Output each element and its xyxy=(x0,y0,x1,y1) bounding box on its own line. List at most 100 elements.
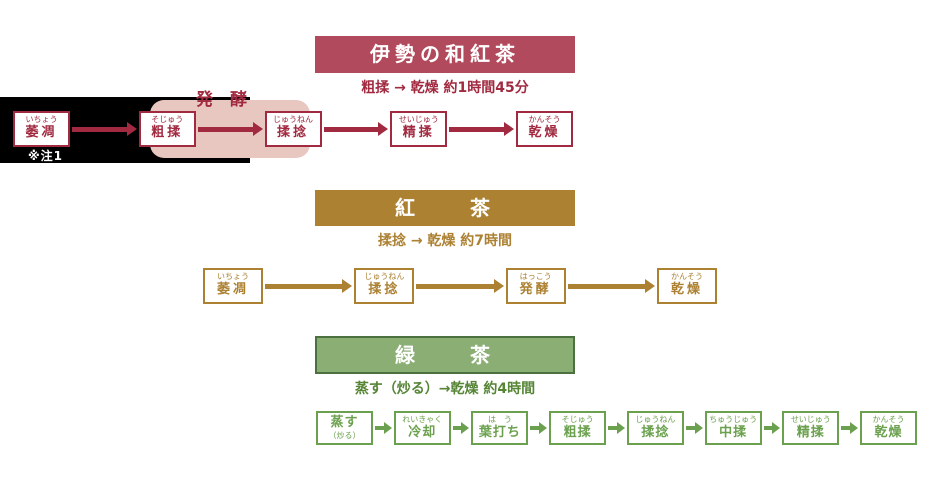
step-furigana: じゅうねん xyxy=(364,272,405,281)
step-furigana: かんそう xyxy=(670,272,703,281)
step-furigana: いちょう xyxy=(25,115,58,124)
arrow-shaft xyxy=(841,426,851,430)
flow-arrow xyxy=(375,422,392,434)
step-furigana: じゅうねん xyxy=(635,415,676,424)
process-step-box: かんそう 乾燥 xyxy=(860,411,918,445)
step-label: 冷却 xyxy=(408,425,437,440)
arrow-head-icon xyxy=(378,122,389,136)
arrow-shaft xyxy=(323,126,379,132)
flow-arrow xyxy=(197,122,263,136)
flow-arrow xyxy=(608,422,625,434)
step-label: 粗揉 xyxy=(563,425,592,440)
process-step-box: かんそう 乾燥 xyxy=(516,111,573,147)
step-label: 揉捻 xyxy=(368,282,401,297)
step-label: 中揉 xyxy=(719,425,748,440)
step-furigana: かんそう xyxy=(872,415,905,424)
arrow-shaft xyxy=(72,126,127,132)
arrow-head-icon xyxy=(772,422,781,434)
step-label: 葉打ち xyxy=(478,425,521,440)
step-furigana: は う xyxy=(487,415,512,424)
step-furigana: じゅうねん xyxy=(273,115,313,124)
section-subtitle-ise-wakocha: 粗揉 → 乾燥 約1時間45分 xyxy=(361,80,529,96)
flow-row-kocha: いちょう 萎凋 じゅうねん 揉捻 はっこう 発酵 かんそう 乾燥 xyxy=(203,266,717,306)
arrow-head-icon xyxy=(126,122,137,136)
arrow-shaft xyxy=(763,426,773,430)
fermentation-label: 発 酵 xyxy=(196,90,247,110)
step-label: 精揉 xyxy=(402,125,435,140)
section-title-ise-wakocha: 伊勢の和紅茶 xyxy=(315,36,575,73)
flow-arrow xyxy=(841,422,859,434)
process-step-box: じゅうねん 揉捻 xyxy=(626,411,684,445)
arrow-shaft xyxy=(416,283,494,289)
step-furigana: ちゅうじゅう xyxy=(709,415,758,424)
process-step-box: いちょう 萎凋 xyxy=(203,268,263,304)
flow-arrow xyxy=(763,422,781,434)
step-label: 蒸す xyxy=(330,415,359,430)
step-sublabel: （炒る） xyxy=(328,431,361,440)
step-furigana: はっこう xyxy=(519,272,552,281)
arrow-head-icon xyxy=(539,422,548,434)
arrow-shaft xyxy=(197,126,253,132)
arrow-head-icon xyxy=(461,422,470,434)
arrow-head-icon xyxy=(616,422,625,434)
process-step-box: れいきゃく 冷却 xyxy=(393,411,451,445)
flow-arrow xyxy=(265,279,353,293)
step-label: 萎凋 xyxy=(216,282,249,297)
process-step-box: ちゅうじゅう 中揉 xyxy=(704,411,762,445)
arrow-head-icon xyxy=(252,122,263,136)
arrow-head-icon xyxy=(342,279,353,293)
process-step-box: じゅうねん 揉捻 xyxy=(354,268,415,304)
arrow-head-icon xyxy=(850,422,859,434)
arrow-shaft xyxy=(449,126,504,132)
flow-arrow xyxy=(567,279,655,293)
step-label: 揉捻 xyxy=(276,125,309,140)
process-step-box: そじゅう 粗揉 xyxy=(549,411,607,445)
flow-arrow xyxy=(323,122,389,136)
section-subtitle-ryokucha: 蒸す（炒る）→乾燥 約4時間 xyxy=(354,381,536,397)
section-title-ryokucha: 緑 茶 xyxy=(315,336,575,374)
step-furigana: いちょう xyxy=(217,272,249,281)
step-label: 萎凋 xyxy=(25,125,58,140)
step-furigana: せいじゅう xyxy=(398,115,439,124)
flow-arrow xyxy=(449,122,514,136)
arrow-shaft xyxy=(452,426,462,430)
note-label: ※注1 xyxy=(28,149,64,163)
process-step-box: そじゅう 粗揉 xyxy=(138,111,196,147)
process-step-box: せいじゅう 精揉 xyxy=(782,411,840,445)
step-label: 乾燥 xyxy=(528,125,561,140)
arrow-head-icon xyxy=(504,122,514,136)
step-label: 乾燥 xyxy=(670,282,703,297)
flow-arrow xyxy=(530,422,548,434)
step-label: 乾燥 xyxy=(874,425,903,440)
step-furigana: そじゅう xyxy=(561,415,594,424)
flow-arrow xyxy=(452,422,470,434)
process-step-box: 蒸す （炒る） xyxy=(316,411,373,445)
arrow-shaft xyxy=(567,283,645,289)
process-step-box: いちょう 萎凋 xyxy=(13,111,70,147)
step-label: 粗揉 xyxy=(151,125,184,140)
step-furigana: かんそう xyxy=(528,115,561,124)
flow-row-ryokucha: 蒸す （炒る） れいきゃく 冷却 は う 葉打ち そじゅう 粗揉 じゅうねん 揉… xyxy=(316,409,918,447)
step-label: 揉捻 xyxy=(641,425,670,440)
arrow-shaft xyxy=(375,426,384,430)
process-step-box: じゅうねん 揉捻 xyxy=(264,111,322,147)
step-furigana: れいきゃく xyxy=(402,415,443,424)
section-title-kocha: 紅 茶 xyxy=(315,190,575,226)
step-label: 精揉 xyxy=(796,425,825,440)
flow-row-ise-wakocha: いちょう 萎凋 そじゅう 粗揉 じゅうねん 揉捻 せいじゅう 精揉 かんそう 乾… xyxy=(13,109,573,149)
section-subtitle-kocha: 揉捻 → 乾燥 約7時間 xyxy=(377,233,513,249)
arrow-shaft xyxy=(608,426,617,430)
arrow-shaft xyxy=(530,426,540,430)
process-step-box: は う 葉打ち xyxy=(471,411,529,445)
arrow-head-icon xyxy=(493,279,504,293)
arrow-head-icon xyxy=(383,422,392,434)
flow-arrow xyxy=(72,122,137,136)
step-label: 発酵 xyxy=(519,282,552,297)
arrow-shaft xyxy=(265,283,343,289)
step-furigana: せいじゅう xyxy=(790,415,831,424)
arrow-head-icon xyxy=(694,422,703,434)
process-step-box: かんそう 乾燥 xyxy=(656,268,717,304)
arrow-shaft xyxy=(685,426,695,430)
process-step-box: はっこう 発酵 xyxy=(505,268,566,304)
